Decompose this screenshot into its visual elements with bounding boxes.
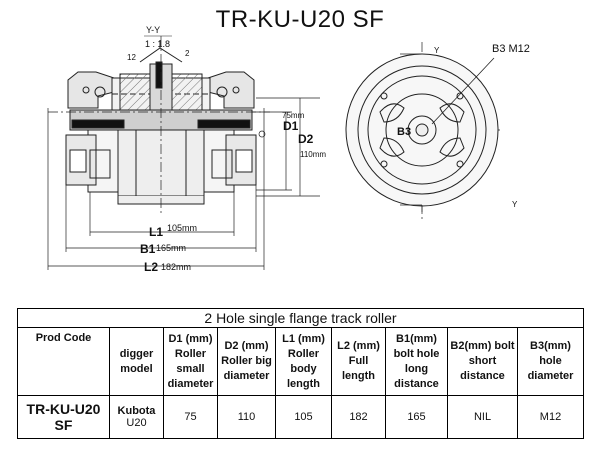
axis-y-bottom: Y xyxy=(512,200,518,209)
d2-value: 110mm xyxy=(300,150,326,159)
cell-l1: 105 xyxy=(275,395,332,439)
cell-d1: 75 xyxy=(163,395,218,439)
technical-drawing: Y-Y 1 : 1.8 12 2 75mm D1 D2 110mm L1 105… xyxy=(47,25,530,274)
cell-prod-code: TR-KU-U20 SF xyxy=(17,395,110,439)
b1-label: B1 xyxy=(140,242,156,256)
header-l2: L2 (mm) Full length xyxy=(331,327,386,396)
axis-y-top: Y xyxy=(434,46,440,55)
cell-d2: 110 xyxy=(217,395,276,439)
d1-label: D1 xyxy=(283,119,299,133)
header-digger-model: digger model xyxy=(109,327,164,396)
header-b3: B3(mm) hole diameter xyxy=(517,327,584,396)
l2-label: L2 xyxy=(144,260,158,274)
d1-value: 75mm xyxy=(282,111,305,120)
d2-label: D2 xyxy=(298,132,314,146)
l2-value: 182mm xyxy=(161,262,191,272)
callout-12: 12 xyxy=(127,53,136,62)
callout-2: 2 xyxy=(185,49,190,58)
length-dimensions xyxy=(47,108,265,270)
scale-label: 1 : 1.8 xyxy=(145,39,170,49)
header-d1: D1 (mm) Roller small diameter xyxy=(163,327,218,396)
page-title: TR-KU-U20 SF xyxy=(215,6,385,33)
table-row: TR-KU-U20 SF Kubota U20 75 110 105 182 1… xyxy=(17,395,584,439)
header-prod-code: Prod Code xyxy=(17,327,110,396)
b1-value: 165mm xyxy=(156,243,186,253)
cell-b1: 165 xyxy=(385,395,448,439)
header-b1: B1(mm) bolt hole long distance xyxy=(385,327,448,396)
section-view xyxy=(48,36,270,215)
model-name: U20 xyxy=(126,417,147,429)
side-view xyxy=(345,42,500,222)
spec-table: 2 Hole single flange track roller Prod C… xyxy=(17,308,584,439)
side-b3-m12-label: B3 M12 xyxy=(492,43,530,55)
cell-l2: 182 xyxy=(331,395,386,439)
model-brand: Kubota xyxy=(117,405,156,417)
diameter-dimensions xyxy=(252,97,320,197)
cell-b3: M12 xyxy=(517,395,584,439)
cell-digger-model: Kubota U20 xyxy=(109,395,164,439)
header-d2: D2 (mm) Roller big diameter xyxy=(217,327,276,396)
section-label: Y-Y xyxy=(146,25,160,35)
cell-b2: NIL xyxy=(447,395,518,439)
table-caption: 2 Hole single flange track roller xyxy=(17,308,584,328)
l1-value: 105mm xyxy=(167,223,197,233)
header-l1: L1 (mm) Roller body length xyxy=(275,327,332,396)
l1-label: L1 xyxy=(149,225,163,239)
side-b3-label: B3 xyxy=(397,126,411,138)
header-b2: B2(mm) bolt short distance xyxy=(447,327,518,396)
